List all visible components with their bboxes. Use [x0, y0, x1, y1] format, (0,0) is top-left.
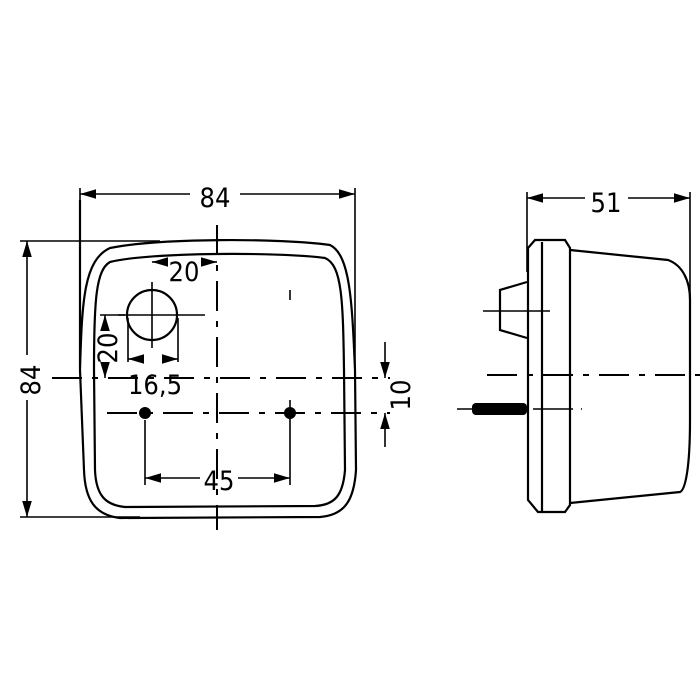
width-dimension: 84: [200, 183, 231, 214]
mount-offset-dimension: 10: [386, 380, 417, 411]
height-dimension: 84: [16, 365, 47, 396]
connector: [472, 403, 527, 415]
hole-offset-y-dimension: 20: [93, 333, 124, 364]
hole-offset-x-dimension: 20: [169, 257, 200, 288]
cable-gland: [498, 280, 528, 340]
lens-flange: [526, 238, 572, 514]
mount-hole-left: [139, 407, 151, 419]
mount-spacing-dimension: 45: [204, 466, 235, 497]
depth-dimension: 51: [591, 188, 622, 219]
front-view: 84 84 20 20 16,5 10 45: [16, 183, 417, 530]
hole-diameter-dimension: 16,5: [128, 370, 182, 401]
lens-outline: [92, 252, 347, 509]
housing-body: [569, 248, 692, 505]
side-view: 51: [457, 188, 700, 514]
